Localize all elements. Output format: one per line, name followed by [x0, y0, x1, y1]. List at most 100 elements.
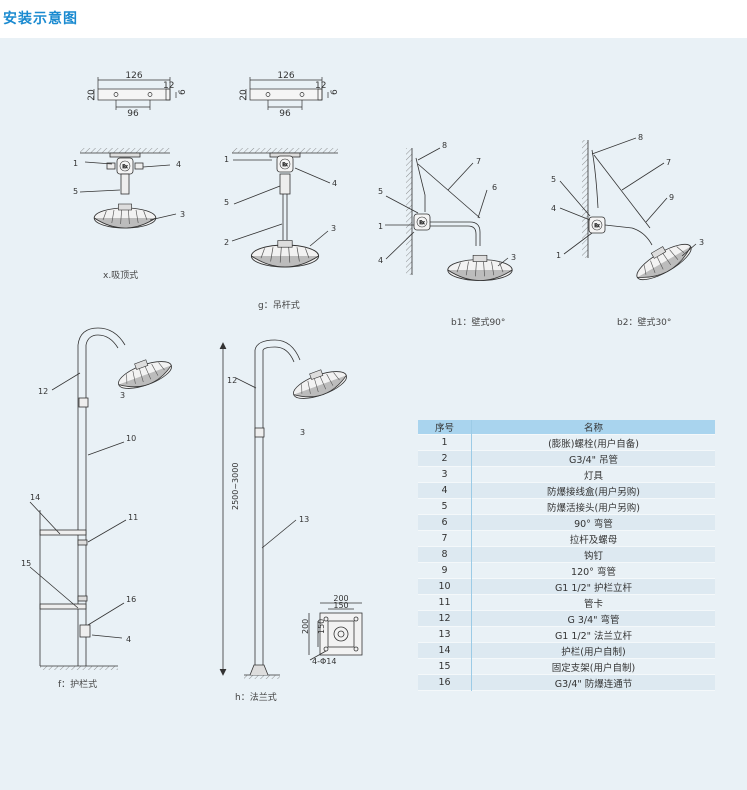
header-name: 名称 — [471, 420, 715, 435]
row-name: G1 1/2" 护栏立杆 — [471, 578, 715, 595]
svg-text:8: 8 — [638, 133, 643, 142]
svg-text:10: 10 — [126, 434, 136, 443]
caption-wall-90: b1：壁式90° — [451, 318, 506, 328]
svg-text:3: 3 — [300, 428, 305, 437]
table-row: 3 灯具 — [418, 466, 715, 483]
row-name: G1 1/2" 法兰立杆 — [554, 630, 633, 642]
svg-text:4: 4 — [378, 256, 383, 265]
dim-20-b: 20 — [239, 89, 249, 101]
svg-text:1: 1 — [378, 222, 383, 231]
svg-text:3: 3 — [331, 224, 336, 233]
bracket-dimension-2 — [245, 77, 329, 110]
svg-text:13: 13 — [299, 515, 309, 524]
svg-text:2: 2 — [224, 238, 229, 247]
svg-text:7: 7 — [666, 158, 671, 167]
svg-text:3: 3 — [511, 253, 516, 262]
svg-text:1: 1 — [556, 251, 561, 260]
svg-text:1: 1 — [73, 159, 78, 168]
row-no: 10 — [418, 578, 472, 595]
row-no: 8 — [418, 546, 472, 563]
ceiling-mount-diagram — [79, 148, 177, 229]
svg-text:5: 5 — [378, 187, 383, 196]
table-row: 7 拉杆及螺母 — [418, 530, 715, 547]
dim-flange-outer-v: 200 — [301, 619, 310, 634]
svg-text:4: 4 — [126, 635, 131, 644]
page-title: 安装示意图 — [3, 11, 78, 27]
row-no: 1 — [418, 434, 472, 451]
row-no: 6 — [418, 514, 472, 531]
svg-text:15: 15 — [21, 559, 31, 568]
row-name: 灯具 — [583, 470, 603, 482]
row-name: 120° 弯管 — [571, 566, 616, 578]
svg-text:5: 5 — [224, 198, 229, 207]
header-no: 序号 — [418, 420, 472, 435]
caption-wall-30: b2：壁式30° — [617, 318, 672, 328]
dim-12-a: 12 — [163, 81, 174, 91]
row-name: 90° 弯管 — [471, 514, 715, 531]
dim-flange-inner-h: 150 — [333, 601, 348, 610]
row-no: 3 — [418, 466, 472, 483]
bracket-dimension-1 — [93, 77, 177, 110]
svg-text:3: 3 — [120, 391, 125, 400]
caption-pendant: g：吊杆式 — [258, 301, 300, 311]
svg-text:5: 5 — [551, 175, 556, 184]
caption-flange: h：法兰式 — [235, 693, 277, 703]
svg-text:4: 4 — [332, 179, 337, 188]
row-no: 4 — [418, 482, 472, 499]
table-row: 15 固定支架(用户自制) — [418, 658, 715, 675]
table-row: 1 (膨胀)螺栓(用户自备) — [418, 434, 715, 451]
pendant-mount-diagram — [231, 148, 338, 268]
row-no: 12 — [418, 610, 472, 627]
dim-flange-holes: 4-Φ14 — [312, 657, 336, 666]
row-name: G3/4" 防爆连通节 — [471, 674, 715, 691]
dim-height-range: 2500~3000 — [231, 463, 240, 510]
row-no: 7 — [418, 530, 472, 547]
svg-text:7: 7 — [476, 157, 481, 166]
row-name: 拉杆及螺母 — [569, 534, 618, 546]
wall-mount-90-diagram — [385, 147, 513, 282]
row-no: 2 — [418, 450, 472, 467]
dim-flange-inner-v: 150 — [317, 619, 326, 634]
dim-96-a: 96 — [127, 109, 139, 119]
wall-mount-30-diagram — [559, 137, 697, 287]
svg-text:8: 8 — [442, 141, 447, 150]
dim-6-a: 6 — [178, 89, 188, 95]
row-no: 14 — [418, 642, 472, 659]
svg-text:3: 3 — [180, 210, 185, 219]
caption-guardrail: f：护栏式 — [58, 680, 98, 690]
svg-text:6: 6 — [492, 183, 497, 192]
svg-text:9: 9 — [669, 193, 674, 202]
svg-text:14: 14 — [30, 493, 40, 502]
guardrail-mount-diagram — [29, 327, 176, 670]
caption-ceiling: x.吸顶式 — [103, 271, 139, 281]
dim-126-b: 126 — [277, 71, 294, 81]
svg-text:12: 12 — [38, 387, 48, 396]
row-name: (膨胀)螺栓(用户自备) — [548, 438, 639, 450]
dim-96-b: 96 — [279, 109, 291, 119]
svg-text:5: 5 — [73, 187, 78, 196]
row-no: 15 — [418, 658, 472, 675]
row-no: 5 — [418, 498, 472, 515]
dim-126-a: 126 — [125, 71, 142, 81]
row-name: 固定支架(用户自制) — [551, 662, 636, 674]
svg-text:16: 16 — [126, 595, 136, 604]
parts-table-header: 序号 名称 — [418, 420, 715, 435]
svg-text:11: 11 — [128, 513, 138, 522]
svg-text:4: 4 — [176, 160, 181, 169]
flange-mount-diagram — [219, 339, 363, 679]
svg-text:1: 1 — [224, 155, 229, 164]
